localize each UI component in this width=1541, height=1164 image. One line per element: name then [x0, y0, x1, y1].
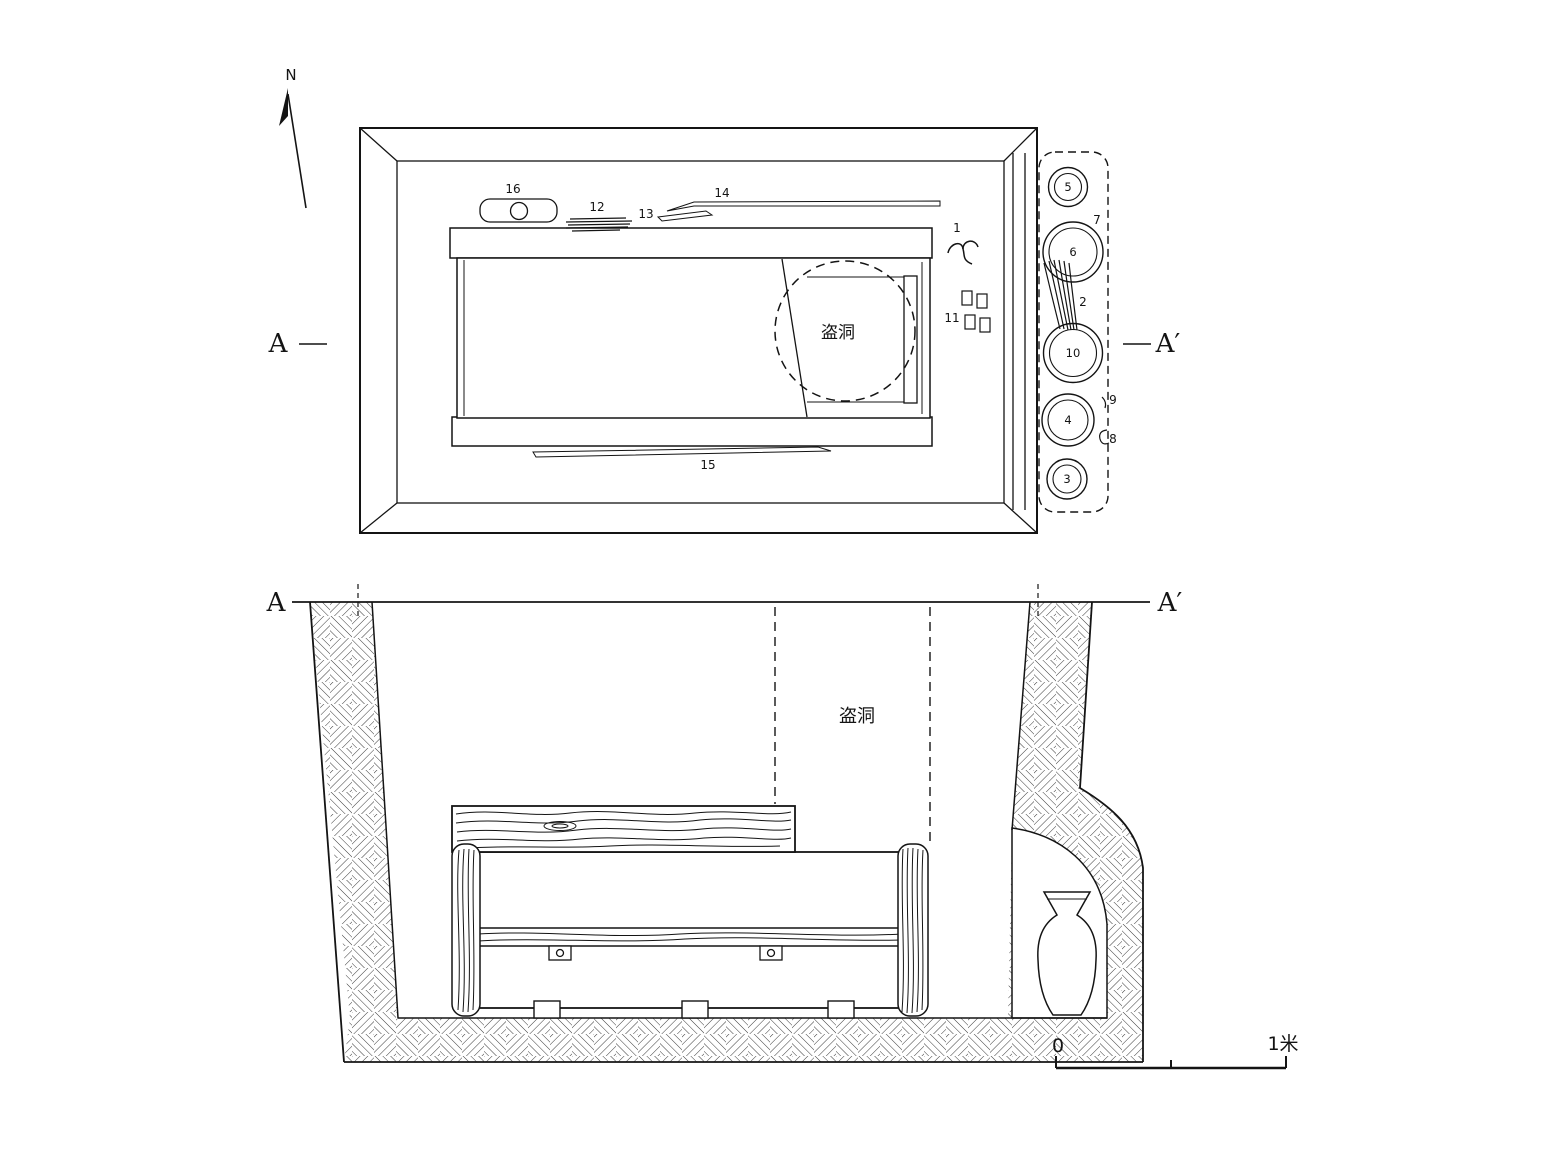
- label-artifact-13: 13: [638, 207, 653, 221]
- plan-artifacts: [479, 198, 991, 458]
- coffin-feet: [533, 1000, 855, 1019]
- north-label: N: [285, 66, 296, 84]
- lid-wood-grain: [455, 811, 792, 849]
- coffin-mid-plank: [473, 927, 907, 947]
- label-artifact-12: 12: [589, 200, 604, 214]
- mid-plank-grain: [477, 932, 903, 942]
- label-vessel-5: 5: [1064, 180, 1071, 194]
- label-artifact-9: 9: [1109, 393, 1117, 407]
- label-artifact-1: 1: [953, 221, 961, 235]
- left-board-grain: [457, 848, 475, 1013]
- section-floor: [344, 1018, 1143, 1062]
- label-artifact-15: 15: [700, 458, 715, 472]
- section-view: [292, 584, 1150, 1063]
- artifact-15-rod: [532, 446, 832, 458]
- label-vessel-10: 10: [1066, 346, 1081, 360]
- plan-coffin-end-board: [903, 275, 918, 404]
- coffin-left-end-board: [451, 843, 481, 1017]
- plan-coffin-body: [456, 257, 931, 419]
- artifact-2-bundle: [1043, 259, 1078, 331]
- artifact-14-rod: [666, 200, 941, 212]
- artifact-8-hook: [1099, 429, 1110, 445]
- plan-marker-a-prime: A′: [1155, 329, 1181, 359]
- label-vessel-4: 4: [1064, 413, 1071, 427]
- north-arrow-head: [279, 88, 288, 126]
- scale-one-meter-label: 1米: [1267, 1033, 1298, 1055]
- section-left-wall: [310, 602, 398, 1018]
- label-artifact-16: 16: [505, 182, 520, 196]
- plan-niche: [1038, 151, 1110, 513]
- plan-robber-hole-circle: [774, 260, 916, 402]
- north-arrow: [279, 88, 307, 209]
- artifact-13-blade: [656, 210, 714, 222]
- section-robber-hole-label: 盗洞: [839, 706, 875, 727]
- right-board-grain: [901, 847, 924, 1014]
- section-marker-a: A: [266, 588, 287, 618]
- scale-zero-label: 0: [1052, 1035, 1064, 1057]
- section-coffin: [451, 805, 929, 1019]
- coffin-cleats: [548, 945, 783, 961]
- plan-marker-a: A: [268, 329, 289, 359]
- niche-pot: [1037, 891, 1097, 1016]
- artifact-11-plaques: [961, 290, 991, 333]
- section-outlines: [292, 584, 1150, 1063]
- scale-bar: [1055, 1056, 1287, 1070]
- plan-view: [359, 127, 1038, 534]
- artifact-16-headrest: [479, 198, 558, 223]
- label-artifact-7: 7: [1093, 213, 1101, 227]
- label-vessel-3: 3: [1063, 472, 1070, 486]
- artifact-12-stack: [565, 217, 633, 232]
- plan-pit-frame: [359, 127, 1038, 534]
- label-artifact-11: 11: [944, 311, 959, 325]
- niche-outline-dashed: [1038, 151, 1109, 513]
- section-marker-a-prime: A′: [1157, 588, 1183, 618]
- plan-robber-hole-label: 盗洞: [821, 323, 855, 343]
- label-artifact-8: 8: [1109, 432, 1117, 446]
- label-artifact-14: 14: [714, 186, 729, 200]
- label-vessel-6: 6: [1069, 245, 1076, 259]
- plan-coffin: [449, 227, 933, 447]
- artifact-1-fork: [947, 240, 979, 265]
- label-artifact-2: 2: [1079, 295, 1087, 309]
- plan-coffin-broken-edge: [781, 258, 808, 418]
- plan-coffin-north-plank: [449, 227, 933, 259]
- artifact-9-mark: [1101, 396, 1107, 409]
- plan-coffin-south-plank: [451, 416, 933, 447]
